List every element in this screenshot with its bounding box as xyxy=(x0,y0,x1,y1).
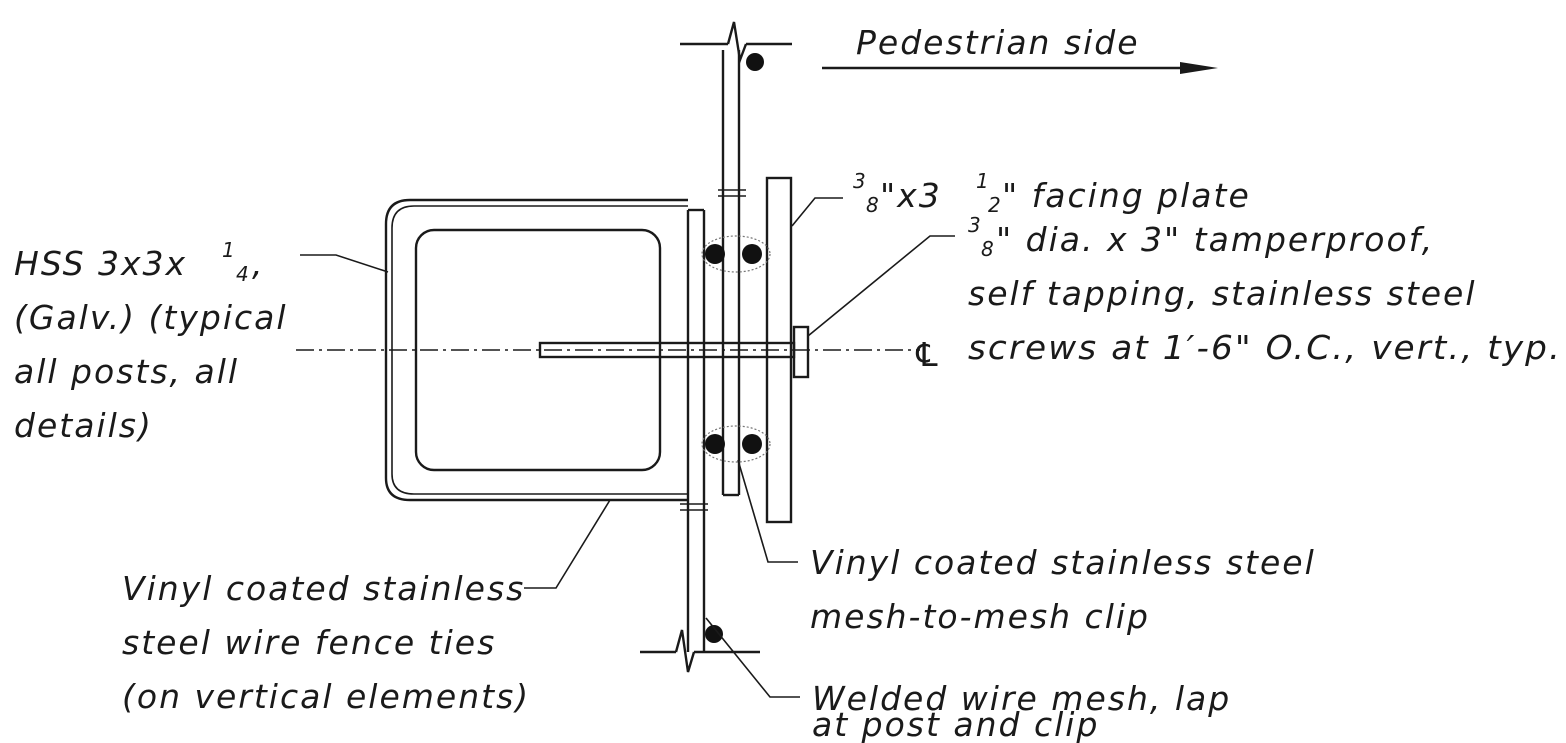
leader-lines xyxy=(300,197,955,698)
pedestrian-side-label: Pedestrian side xyxy=(856,23,1140,62)
svg-text:all posts, all: all posts, all xyxy=(14,352,239,391)
hss-label: HSS 3x3x 1 4 , (Galv.) (typical all post… xyxy=(14,238,288,445)
facing-plate-label: 3 8 "x3 1 2 " facing plate xyxy=(853,169,1251,217)
svg-text:Welded wire mesh, lap: Welded wire mesh, lap xyxy=(812,679,1231,718)
svg-text:1: 1 xyxy=(222,238,235,262)
screws-label: 3 8 " dia. x 3" tamperproof, self tappin… xyxy=(968,213,1562,367)
wire-ties xyxy=(680,189,746,511)
centerline-symbol: ℄ xyxy=(912,335,944,374)
mesh-clip-section xyxy=(701,235,771,463)
svg-text:" dia. x 3" tamperproof,: " dia. x 3" tamperproof, xyxy=(996,220,1434,259)
svg-text:at post and clip: at post and clip xyxy=(812,705,1099,743)
lower-mesh-line xyxy=(640,208,760,673)
svg-text:(on vertical elements): (on vertical elements) xyxy=(122,677,530,716)
svg-text:4: 4 xyxy=(236,262,249,286)
upper-mesh-line xyxy=(680,21,792,497)
svg-text:8: 8 xyxy=(981,237,994,261)
svg-text:3: 3 xyxy=(853,169,866,193)
svg-text:3: 3 xyxy=(968,213,981,237)
pedestrian-side-arrow xyxy=(822,62,1218,74)
svg-text:Vinyl coated stainless steel: Vinyl coated stainless steel xyxy=(810,543,1316,582)
mesh-clip-label: Vinyl coated stainless steel mesh-to-mes… xyxy=(810,543,1316,636)
svg-text:,: , xyxy=(252,244,265,283)
svg-text:steel wire fence ties: steel wire fence ties xyxy=(122,623,496,662)
welded-mesh-label: Welded wire mesh, lap at post and clip xyxy=(812,679,1231,743)
svg-text:"x3: "x3 xyxy=(880,176,942,215)
svg-text:mesh-to-mesh clip: mesh-to-mesh clip xyxy=(810,597,1150,636)
svg-text:(Galv.) (typical: (Galv.) (typical xyxy=(14,298,288,337)
svg-text:self tapping, stainless steel: self tapping, stainless steel xyxy=(968,274,1477,313)
svg-text:1: 1 xyxy=(976,169,989,193)
svg-text:details): details) xyxy=(14,406,153,445)
svg-text:8: 8 xyxy=(866,193,879,217)
svg-text:2: 2 xyxy=(988,193,1001,217)
svg-text:" facing plate: " facing plate xyxy=(1002,176,1251,215)
fence-ties-label: Vinyl coated stainless steel wire fence … xyxy=(122,569,530,716)
svg-text:screws at 1′-6" O.C., vert., t: screws at 1′-6" O.C., vert., typ. xyxy=(968,328,1562,367)
svg-text:Vinyl coated stainless: Vinyl coated stainless xyxy=(122,569,525,608)
svg-text:HSS 3x3x: HSS 3x3x xyxy=(14,244,187,283)
